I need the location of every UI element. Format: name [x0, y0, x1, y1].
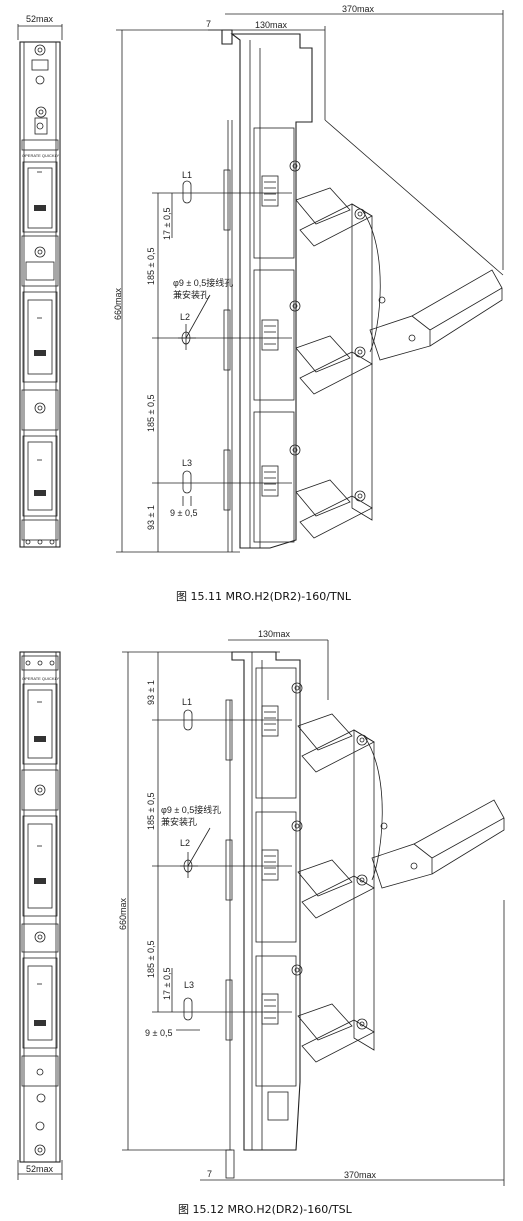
operate-quickly-label: OPERATE QUICKLY — [22, 153, 60, 158]
depth-total-dim: 370max — [342, 4, 375, 14]
l2-label-2: L2 — [180, 838, 190, 848]
module-2-side-2 — [255, 811, 375, 943]
figure-15-12: OPERATE QUICKLY 52max — [17, 629, 505, 1216]
l3-label-2: L3 — [184, 980, 194, 990]
l2-label: L2 — [180, 312, 190, 322]
note-line1-2: φ9 ± 0,5接线孔 — [161, 804, 221, 815]
depth-body-dim: 130max — [255, 20, 288, 30]
note-line2: 兼安装孔 — [173, 289, 209, 300]
pitch-top-dim-2: 185 ± 0,5 — [146, 793, 156, 830]
l1-label: L1 — [182, 170, 192, 180]
module-2-side — [253, 269, 373, 401]
side-view-tnl: 370max 130max 7 660max 185 ± 0,5 185 ± 0… — [113, 4, 504, 553]
front-width-dim: 52max — [26, 14, 54, 24]
figure-caption-tnl: 图 15.11 MRO.H2(DR2)-160/TNL — [176, 590, 352, 603]
note-line1: φ9 ± 0,5接线孔 — [173, 277, 233, 288]
figure-caption-tsl: 图 15.12 MRO.H2(DR2)-160/TSL — [178, 1203, 353, 1216]
module-3-side-2 — [255, 955, 375, 1087]
hole-offset-dim-2: 17 ± 0,5 — [162, 968, 172, 1000]
module-1-side — [253, 127, 373, 259]
hole-spec-dim-2: 9 ± 0,5 — [145, 1028, 172, 1038]
front-view-tsl: OPERATE QUICKLY 52max — [17, 651, 63, 1180]
module-1-side-2 — [255, 667, 375, 799]
pitch-top-dim: 185 ± 0,5 — [146, 248, 156, 285]
hole-spec-dim: 9 ± 0,5 — [170, 508, 197, 518]
figure-15-11: 52max OPERATE QUICKLY — [17, 4, 504, 603]
hole-offset-dim: 17 ± 0,5 — [162, 208, 172, 240]
front-width-dim-2: 52max — [26, 1164, 54, 1174]
base-offset-dim-2: 93 ± 1 — [146, 680, 156, 705]
l1-label-2: L1 — [182, 697, 192, 707]
pitch-bottom-dim: 185 ± 0,5 — [146, 395, 156, 432]
side-view-tsl: 130max 370max 7 660max 93 ± 1 185 ± 0,5 … — [118, 629, 505, 1186]
base-offset-dim: 93 ± 1 — [146, 505, 156, 530]
front-view-tnl: 52max OPERATE QUICKLY — [17, 14, 63, 548]
offset-dim-2: 7 — [207, 1169, 212, 1179]
height-dim-2: 660max — [118, 897, 128, 930]
module-3-side — [253, 411, 373, 543]
depth-total-dim-2: 370max — [344, 1170, 377, 1180]
height-dim: 660max — [113, 287, 123, 320]
depth-body-dim-2: 130max — [258, 629, 291, 639]
l3-label: L3 — [182, 458, 192, 468]
pitch-bottom-dim-2: 185 ± 0,5 — [146, 941, 156, 978]
offset-dim: 7 — [206, 19, 211, 29]
operate-quickly-label-2: OPERATE QUICKLY — [22, 676, 60, 681]
note-line2-2: 兼安装孔 — [161, 816, 197, 827]
